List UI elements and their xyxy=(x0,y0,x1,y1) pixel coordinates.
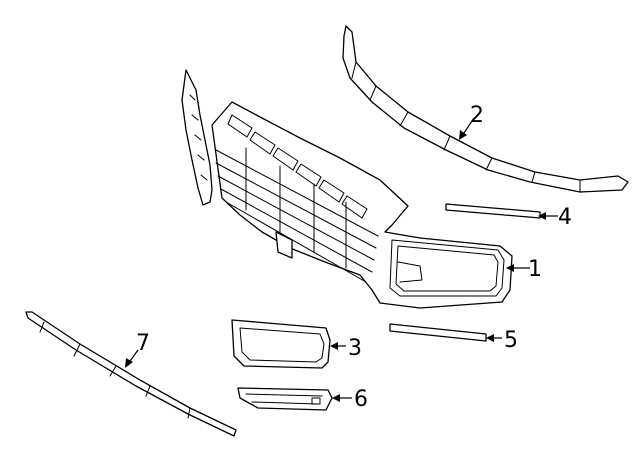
callout-7: 7 xyxy=(136,331,150,356)
part-4-upper-molding xyxy=(445,203,541,219)
callout-3: 3 xyxy=(348,336,362,361)
callout-6: 6 xyxy=(354,387,368,412)
part-7-lower-bracket xyxy=(25,311,237,437)
callout-2: 2 xyxy=(470,103,484,128)
part-6-lower-trim xyxy=(237,387,333,411)
callout-4: 4 xyxy=(558,205,572,230)
callout-1: 1 xyxy=(528,257,542,282)
callout-5: 5 xyxy=(504,328,518,353)
part-2-upper-bracket xyxy=(342,25,629,193)
part-5-lower-molding xyxy=(389,323,487,342)
leader-lines xyxy=(125,117,558,402)
part-1-grille xyxy=(181,69,513,309)
part-3-bezel xyxy=(231,319,331,369)
